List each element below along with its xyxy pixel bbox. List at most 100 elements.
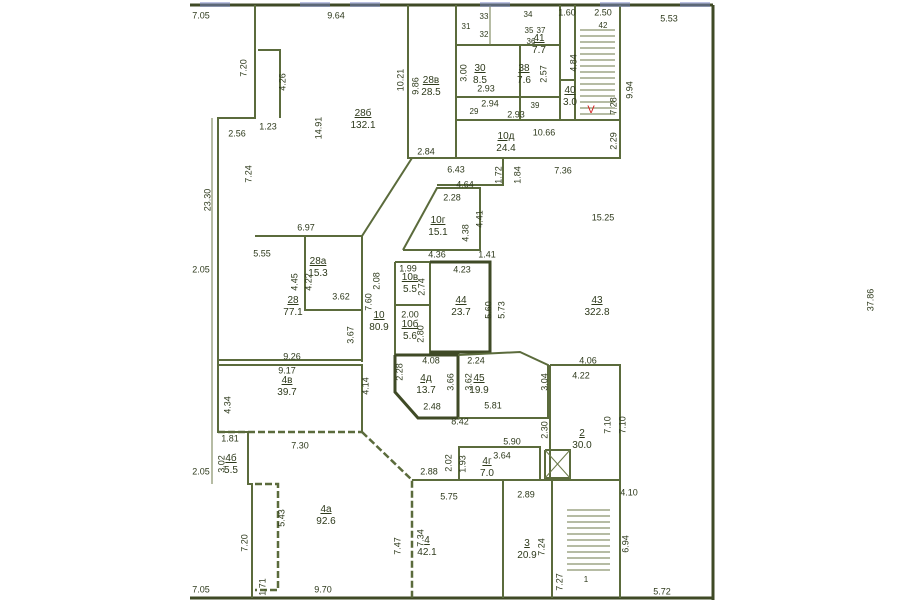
dimension-label: 2.88 <box>420 466 438 476</box>
dimension-label: 2.30 <box>539 421 549 439</box>
marker-label: V <box>587 104 595 116</box>
small-room-number: 33 <box>480 12 489 21</box>
dimension-label: 1.81 <box>221 433 239 443</box>
room-area: 7.6 <box>517 75 531 86</box>
dimension-label: 4.26 <box>277 73 287 91</box>
dimension-label: 3.04 <box>539 373 549 391</box>
room-number: 30 <box>474 63 486 74</box>
room-number: 44 <box>455 295 467 306</box>
wall-diagonal-28 <box>255 157 413 237</box>
room-number: 10д <box>498 131 515 142</box>
room-number: 41 <box>533 33 545 44</box>
window <box>300 2 330 7</box>
room-label: 417.7 <box>532 33 546 56</box>
labels: 28б132.128в28.5308.5387.6417.7403.010д24… <box>192 7 875 596</box>
small-room-number: 36 <box>527 37 536 46</box>
room-area: 23.7 <box>451 307 471 318</box>
dimension-label: 4.64 <box>456 179 474 189</box>
dimension-label: 2.29 <box>608 132 618 150</box>
dimension-label: 1.23 <box>259 121 277 131</box>
dimension-label: 4.45 <box>289 273 299 291</box>
small-room-number: 35 <box>525 26 534 35</box>
small-room-number: 29 <box>470 107 479 116</box>
dimension-label: 5.73 <box>496 301 506 319</box>
room-area: 7.0 <box>480 468 494 479</box>
dimension-label: 9.94 <box>624 81 634 99</box>
wall-28b-28v <box>407 5 456 159</box>
room-number: 43 <box>591 295 603 306</box>
room-number: 10 <box>373 310 385 321</box>
room-area: 8.5 <box>473 75 487 86</box>
room-area: 80.9 <box>369 322 389 333</box>
walls <box>190 2 715 600</box>
dimension-label: 2.08 <box>371 272 381 290</box>
room-number: 28б <box>355 107 372 119</box>
dimension-label: 7.24 <box>243 165 253 183</box>
dimension-label: 2.56 <box>228 128 246 138</box>
dimension-label: 7.10 <box>602 416 612 434</box>
dimension-label: 3.00 <box>458 64 468 82</box>
dimension-label: 2.94 <box>481 98 499 108</box>
window <box>600 2 630 7</box>
dimension-label: 9.70 <box>314 584 332 594</box>
dimension-label: 3.62 <box>463 373 473 391</box>
niche-wall <box>258 49 281 118</box>
dimension-label: 5.43 <box>276 509 286 527</box>
dimension-label: 14.91 <box>313 117 323 140</box>
room-area: 15.1 <box>428 227 448 238</box>
dimension-label: 8.42 <box>451 416 469 426</box>
dimension-label: 23.30 <box>202 189 212 212</box>
dimension-label: 2.05 <box>192 264 210 274</box>
dimension-label: 1.93 <box>457 455 467 473</box>
wall-10d <box>456 119 621 159</box>
dimension-label: 4.08 <box>422 355 440 365</box>
room-label: 320.9 <box>517 538 537 561</box>
room-number: 38 <box>518 63 530 74</box>
window <box>480 2 510 7</box>
room-label: 308.5 <box>473 63 487 86</box>
room-number: 4а <box>320 504 332 515</box>
dimension-label: 7.36 <box>554 165 572 175</box>
dimension-label: 3.62 <box>332 291 350 301</box>
room-label: 4г7.0 <box>480 456 494 479</box>
dimension-label: 4.84 <box>568 54 578 72</box>
dimension-label: 7.05 <box>192 10 210 20</box>
dimension-label: 1.84 <box>512 166 522 184</box>
room-label: 4б5.5 <box>224 452 238 476</box>
exterior-wall-left <box>217 5 256 598</box>
small-room-number: 37 <box>537 26 546 35</box>
dimension-label: 1.72 <box>493 166 503 184</box>
room-area: 30.0 <box>572 440 592 451</box>
small-room-number: 39 <box>531 101 540 110</box>
dimension-label: 7.27 <box>554 573 564 591</box>
dimension-label: 7.28 <box>608 97 618 115</box>
window <box>350 2 380 7</box>
room-number: 4б <box>225 452 237 464</box>
dimension-label: 2.28 <box>394 363 404 381</box>
room-area: 24.4 <box>496 143 516 154</box>
dimension-label: 5.53 <box>660 13 678 23</box>
dimension-label: 1.41 <box>478 249 496 259</box>
dimension-label: 2.05 <box>192 466 210 476</box>
dimension-label: 6.97 <box>297 222 315 232</box>
window <box>680 2 710 7</box>
room-area: 39.7 <box>277 387 297 398</box>
wall-4g <box>458 446 541 480</box>
dimension-label: 4.41 <box>474 210 484 228</box>
dimension-label: 7.20 <box>239 534 249 552</box>
wall-corridor <box>437 158 504 186</box>
dimension-label: 10.21 <box>395 69 405 92</box>
room-area: 3.0 <box>563 97 577 108</box>
dimension-label: 2.02 <box>443 454 453 472</box>
dimension-label: 2.84 <box>417 146 435 156</box>
dimension-label: 5.81 <box>484 400 502 410</box>
column-4a <box>255 482 280 592</box>
room-number: 4д <box>420 373 432 384</box>
